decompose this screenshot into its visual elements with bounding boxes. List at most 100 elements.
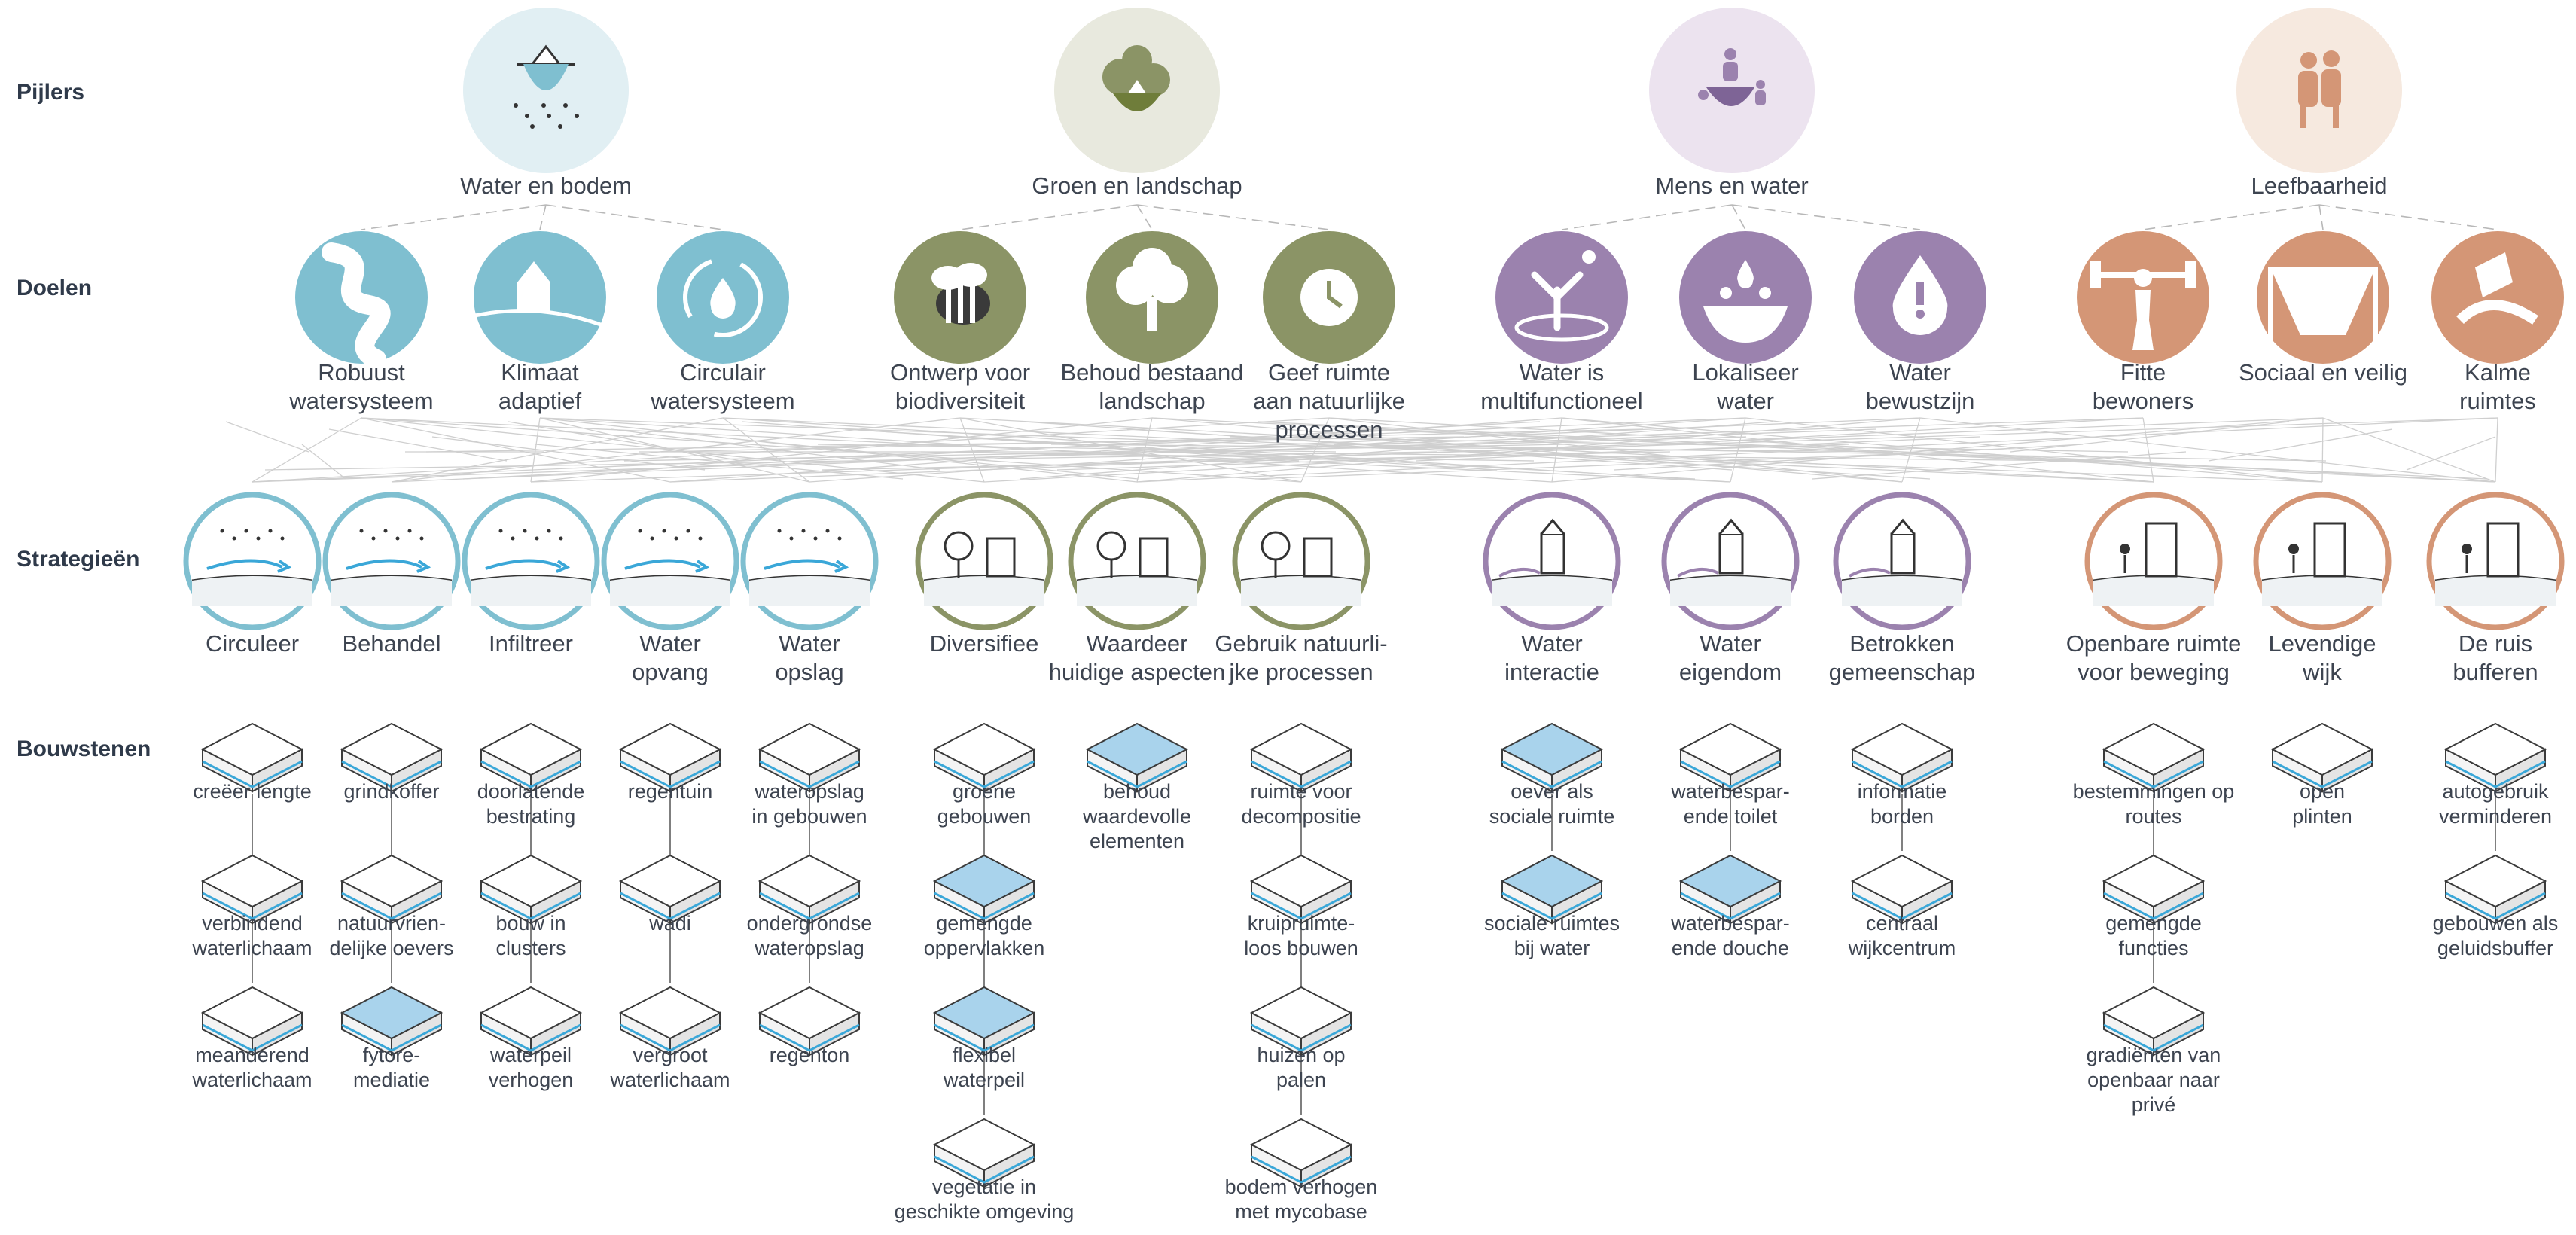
pillar-label: Leefbaarheid <box>2251 172 2388 200</box>
tree-icon <box>1096 531 1126 561</box>
ripple-icon <box>1514 313 1609 342</box>
water-table-icon <box>1501 760 1602 788</box>
goal-label-line: Water <box>1889 359 1951 386</box>
soil-icon <box>2262 576 2382 606</box>
rain-drop-icon <box>419 536 424 541</box>
rain-drop-icon <box>523 529 527 533</box>
underground-block-icon <box>758 854 861 908</box>
goal-strategy-link <box>983 417 2144 483</box>
block-label-line: behoud <box>1102 780 1172 803</box>
person-head-icon <box>1756 80 1765 89</box>
building-block <box>200 854 304 925</box>
block-label-line: informatie <box>1857 780 1947 803</box>
building-block <box>1085 722 1189 793</box>
block-label-line: delijke oevers <box>329 937 454 959</box>
iceberg-tip-icon <box>1128 80 1146 93</box>
routes-block-icon <box>2102 722 2206 776</box>
block-label-line: huizen op <box>1257 1044 1346 1066</box>
person-body-icon <box>1723 62 1738 81</box>
water-table-icon <box>480 760 581 788</box>
goal-strategy-link <box>539 417 1138 483</box>
block-label-line: sociale ruimte <box>1489 805 1615 828</box>
value-icon <box>1076 531 1198 606</box>
water-table-icon <box>934 892 1035 920</box>
strategy-label-line: Diversifiee <box>929 630 1039 657</box>
block-label: grindkoffer <box>343 779 439 804</box>
pillar-label-line: Groen en landschap <box>1032 172 1242 199</box>
building-block <box>758 986 861 1057</box>
strategy-label: Circuleer <box>206 630 299 658</box>
rain-drop-icon <box>407 529 412 533</box>
couple-icon <box>2298 50 2341 128</box>
hatch-line <box>1050 444 1894 453</box>
gravel-block-icon <box>340 722 444 776</box>
pillar-circle <box>2236 8 2402 173</box>
hatch-line <box>660 428 1644 453</box>
person-body-icon <box>2321 69 2341 107</box>
catch-water-icon <box>609 529 731 606</box>
person-body-icon <box>1755 90 1766 105</box>
sediment-dot-icon <box>575 114 579 118</box>
water-table-icon <box>2103 1023 2204 1052</box>
meander-block-icon <box>200 722 304 776</box>
strategy-ring <box>1232 492 1370 630</box>
pillar-label-line: Mens en water <box>1655 172 1809 199</box>
clock-icon <box>1300 269 1358 326</box>
block-label-line: ondergrondse <box>746 912 873 935</box>
tree-icon <box>1133 248 1172 287</box>
enlarge-block-icon <box>618 986 722 1040</box>
soil-icon <box>1842 576 1962 606</box>
arrow-icon <box>277 560 292 573</box>
person-head-icon <box>2323 50 2340 67</box>
block-label-line: verhogen <box>488 1069 574 1091</box>
block-label-line: wateropslag <box>755 780 864 803</box>
goal-strategy-link <box>539 417 1553 483</box>
store-water-icon <box>748 529 870 606</box>
block-label-line: waterlichaam <box>192 1069 312 1091</box>
block-label-line: ruimte voor <box>1250 780 1352 803</box>
cluster-block-icon <box>479 854 583 908</box>
goal-circle <box>1679 231 1812 364</box>
soil-icon <box>192 576 312 606</box>
tree-icon <box>944 531 974 561</box>
pillar-goal-link <box>959 204 1138 230</box>
pillar-goal-link <box>2318 204 2324 230</box>
block-label-line: natuurvrien- <box>337 912 447 935</box>
arrow-icon <box>834 560 849 573</box>
bowl-drops-icon <box>1703 260 1788 343</box>
rain-drop-icon <box>359 529 364 533</box>
gradient-block-icon <box>2102 986 2206 1040</box>
goal-circle <box>1495 231 1628 364</box>
goal-label-line: ruimtes <box>2459 388 2536 414</box>
goal-label-line: Klimaat <box>501 359 579 386</box>
building-block <box>1249 986 1353 1057</box>
stripe-icon <box>970 284 975 323</box>
goal-label-line: bewoners <box>2092 388 2194 414</box>
soil-icon <box>1241 576 1361 606</box>
hatch-line <box>1020 421 1774 480</box>
building-block <box>479 854 583 925</box>
rain-drop-icon <box>371 536 376 541</box>
block-label-line: gemengde <box>936 912 1032 935</box>
rain-drop-icon <box>547 529 551 533</box>
person-icon <box>2288 544 2299 554</box>
roof-icon <box>1540 518 1565 535</box>
splash-person-icon <box>1514 250 1609 342</box>
goal-label-line: multifunctioneel <box>1480 388 1643 414</box>
strategy-label-line: Gebruik natuurli- <box>1215 630 1388 657</box>
strategy-label-line: interactie <box>1504 659 1599 685</box>
rain-drop-icon <box>256 536 261 541</box>
strategy-label-line: De ruis <box>2458 630 2533 657</box>
water-table-icon <box>202 892 303 920</box>
water-icon <box>1498 567 1541 578</box>
